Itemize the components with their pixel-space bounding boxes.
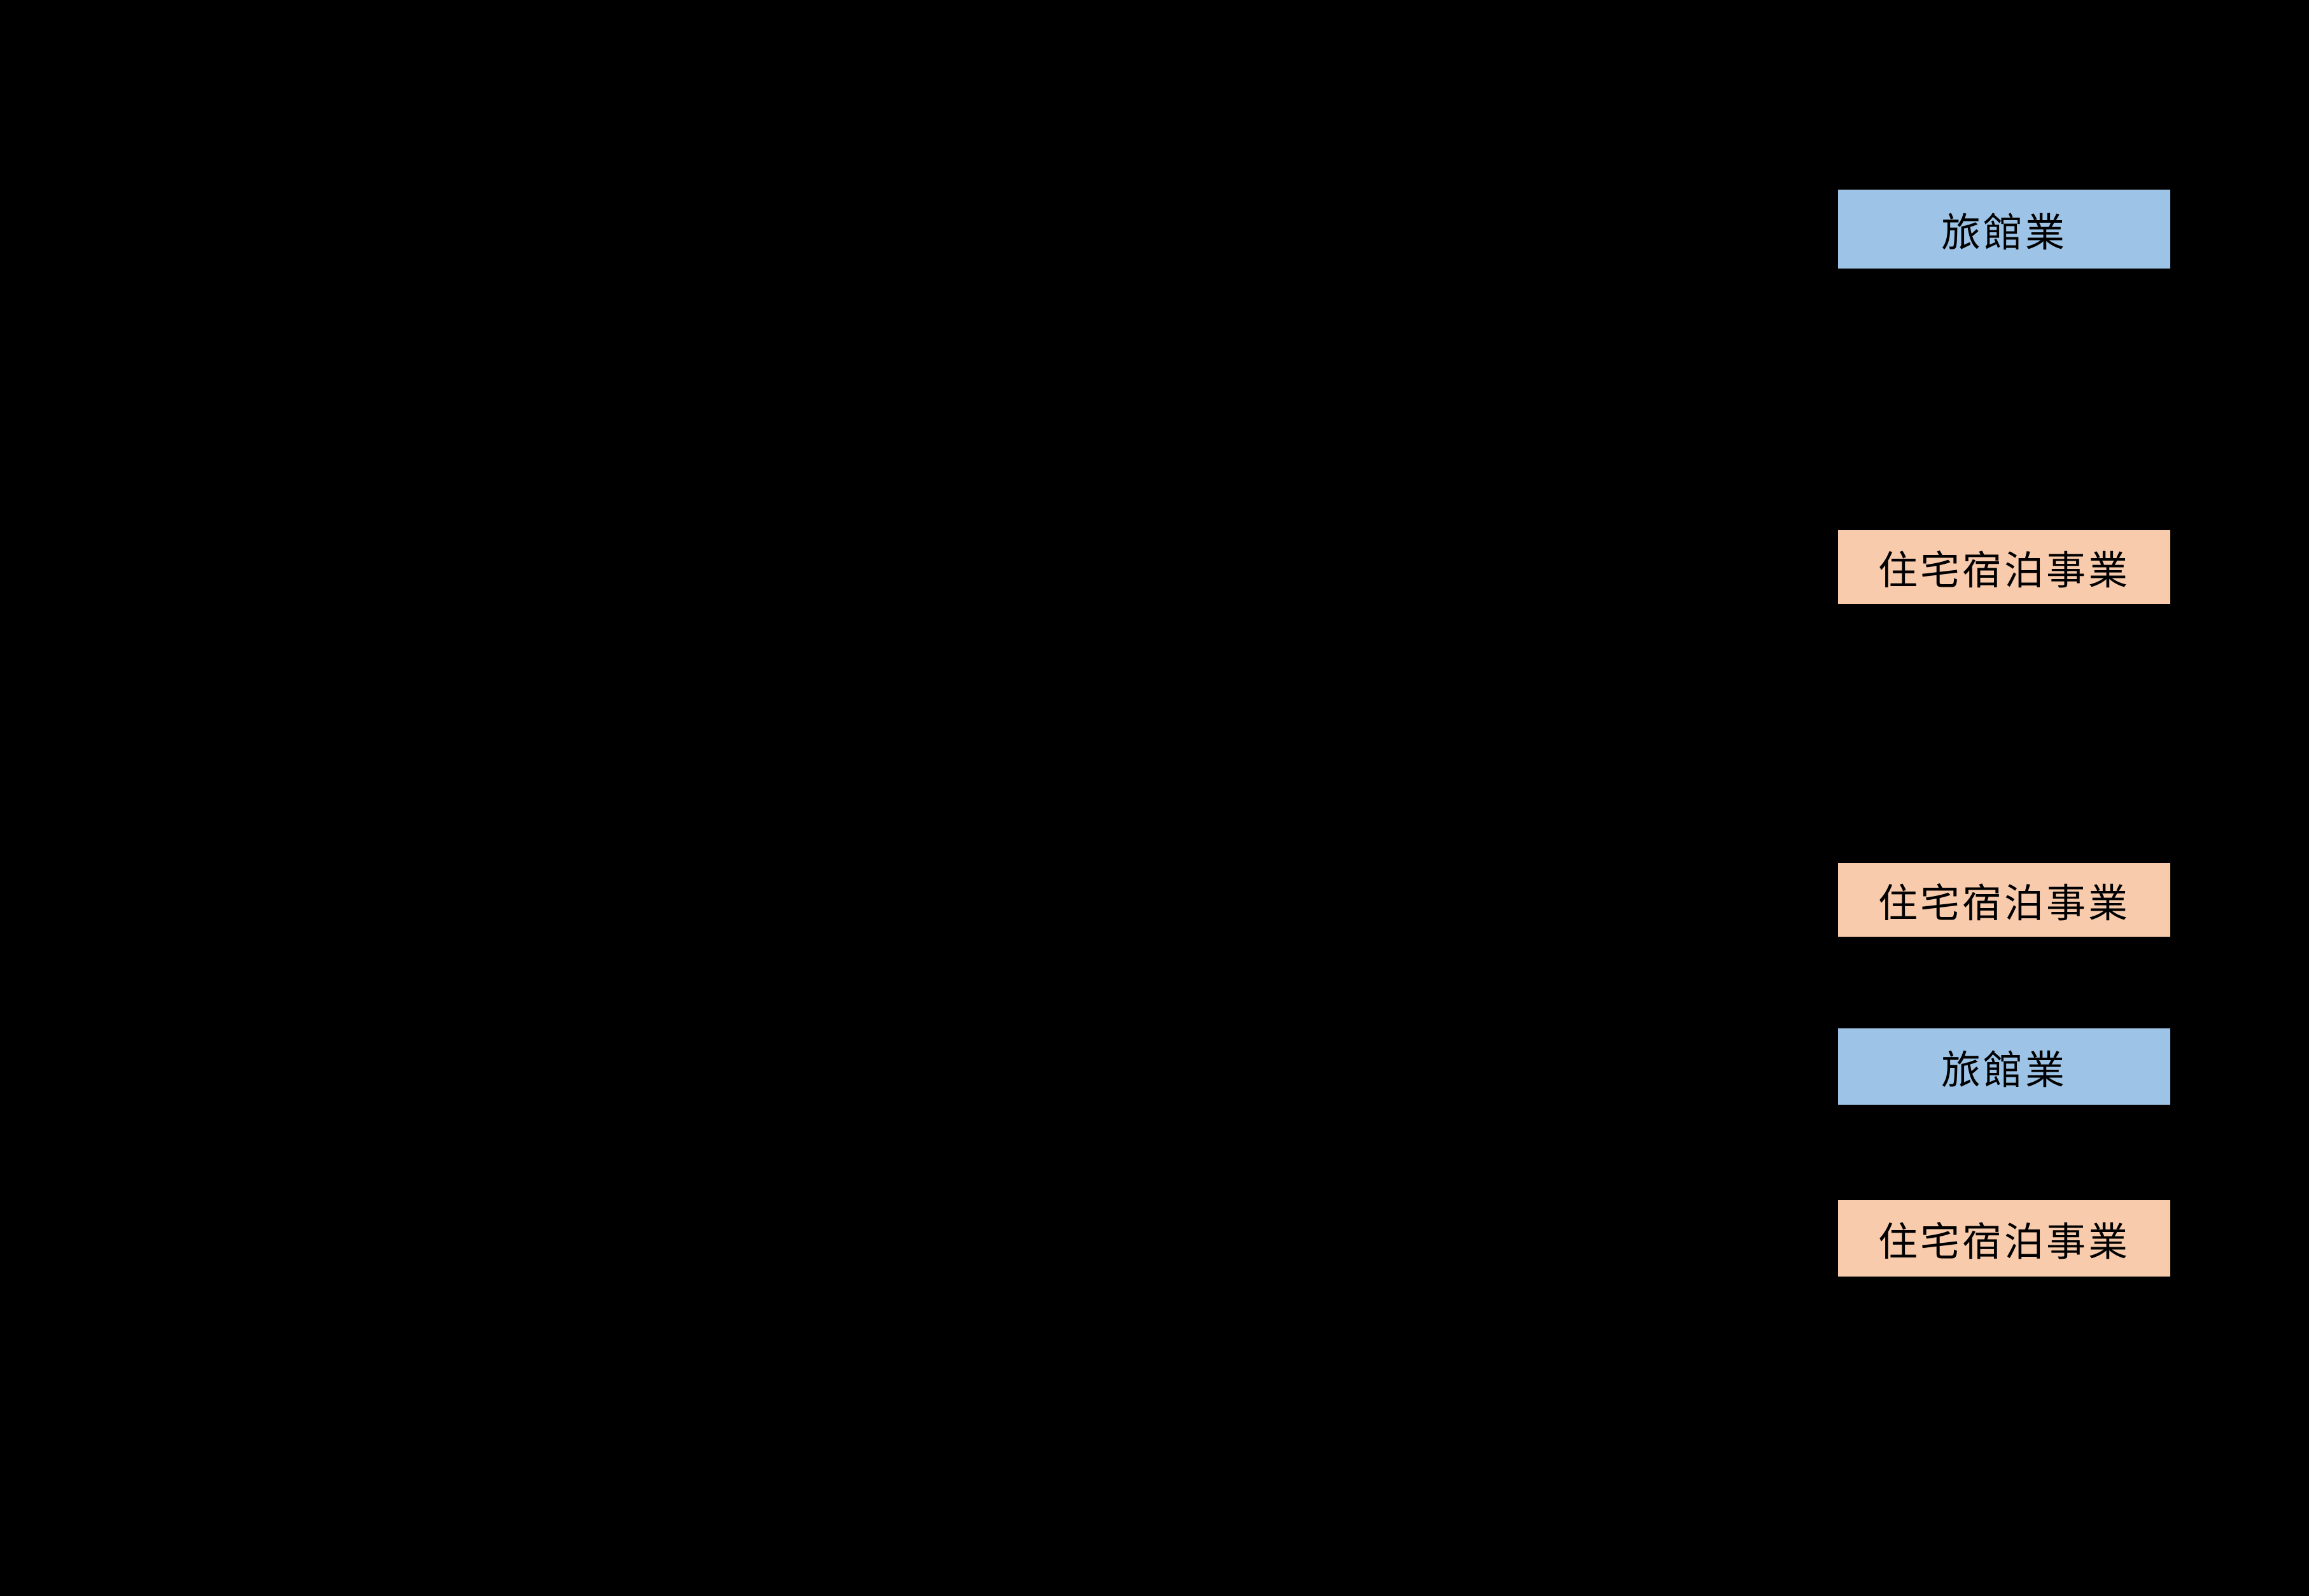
ryokan-box-2: 旅館業 <box>1838 1028 2170 1105</box>
minpaku-box-1: 住宅宿泊事業 <box>1838 530 2170 604</box>
box-label: 旅館業 <box>1941 211 2067 255</box>
box-label: 住宅宿泊事業 <box>1877 1221 2130 1264</box>
box-label: 旅館業 <box>1941 1049 2067 1093</box>
minpaku-box-3: 住宅宿泊事業 <box>1838 1200 2170 1277</box>
ryokan-box-1: 旅館業 <box>1838 190 2170 269</box>
minpaku-box-2: 住宅宿泊事業 <box>1838 863 2170 937</box>
box-label: 住宅宿泊事業 <box>1877 882 2130 926</box>
box-label: 住宅宿泊事業 <box>1877 549 2130 593</box>
